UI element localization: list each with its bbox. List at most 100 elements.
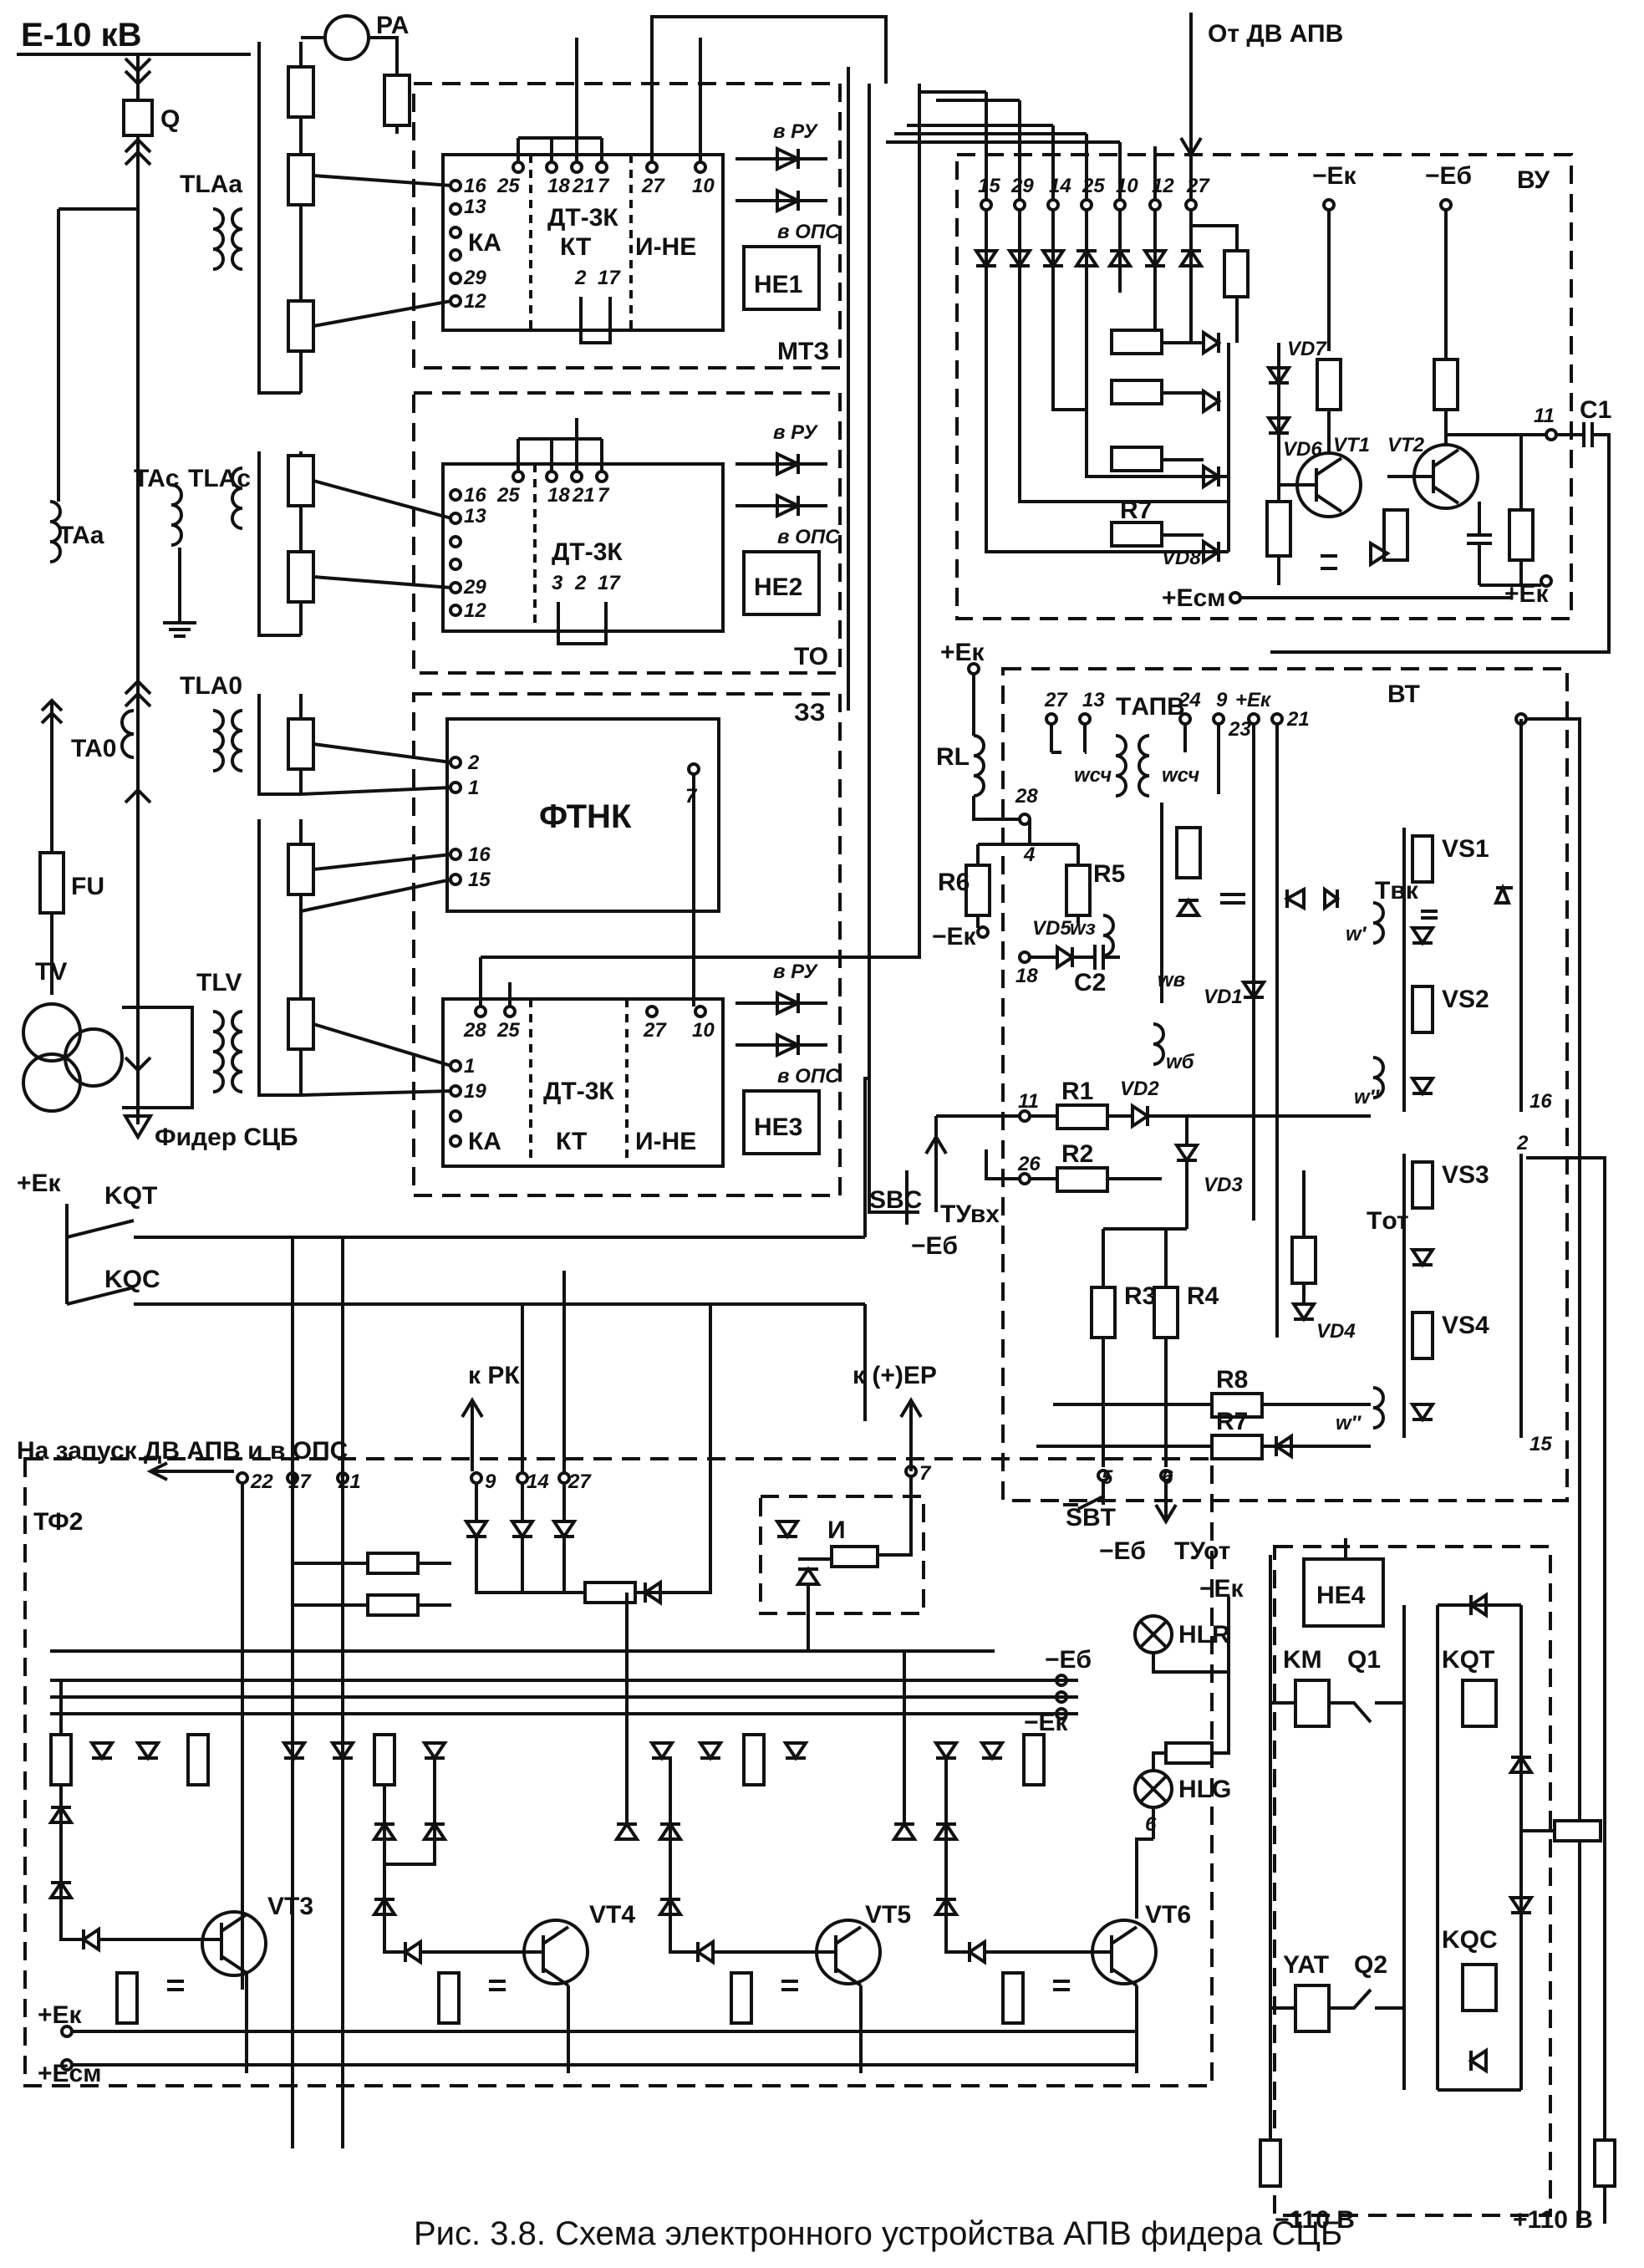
vt-vs4: VS4 xyxy=(1442,1312,1489,1339)
block-to: ТО ДТ-3К 16 25 18 21 7 13 29 12 3 2 17 в… xyxy=(412,391,842,675)
mtz-pin: 25 xyxy=(496,175,520,197)
ctl-kqt-coil: KQT xyxy=(1442,1646,1494,1674)
to-pin: 18 xyxy=(547,484,570,507)
vt-r3: R3 xyxy=(1124,1282,1156,1310)
vt-ek2: +Eк xyxy=(1235,689,1272,711)
zz-pin: 1 xyxy=(468,777,479,799)
vu-pin: 15 xyxy=(978,175,1000,197)
vt-tuvx: ТУвх xyxy=(940,1200,1000,1228)
vt-tot: Tот xyxy=(1367,1207,1409,1235)
ctl-q1: Q1 xyxy=(1347,1646,1381,1674)
tlv-label: TLV xyxy=(196,969,242,996)
vt-r1: R1 xyxy=(1061,1078,1093,1105)
vt-pin: 11 xyxy=(1018,1090,1039,1113)
tf2-launch: На запуск ДВ АПВ и в ОПС xyxy=(17,1437,348,1465)
dt3-ine: И-НЕ xyxy=(635,1128,696,1155)
to-ru: в РУ xyxy=(773,421,818,444)
dt3-ops: в ОПС xyxy=(777,1065,840,1088)
mtz-ru: в РУ xyxy=(773,120,818,143)
tla-c-label: TLAc xyxy=(188,465,251,492)
to-pin: 25 xyxy=(496,484,520,507)
vt-r8: R8 xyxy=(1216,1366,1248,1394)
line-label: E-10 кВ xyxy=(21,17,142,54)
zz-pin: 16 xyxy=(468,843,491,866)
vt-pin: 26 xyxy=(1017,1153,1041,1175)
vt-vd4: VD4 xyxy=(1316,1320,1356,1343)
vt-pin: 9 xyxy=(1216,689,1228,711)
mtz-pin: 2 xyxy=(574,267,587,289)
vt-vs1: VS1 xyxy=(1442,835,1489,863)
vt-r5: R5 xyxy=(1093,860,1125,888)
dt3-pin: 28 xyxy=(463,1019,486,1042)
ta-a-label: TAa xyxy=(59,522,104,549)
zz-pin: 7 xyxy=(685,785,698,808)
vu-vd8: VD8 xyxy=(1162,547,1201,569)
vt-vd3: VD3 xyxy=(1204,1174,1243,1196)
vt-title: ВТ xyxy=(1387,680,1420,708)
vu-c1: C1 xyxy=(1580,396,1611,424)
vu-eb: −Eб xyxy=(1425,162,1472,190)
to-pin: 17 xyxy=(598,572,621,594)
vt-r6: R6 xyxy=(938,869,970,896)
vt-eb-neg2: −Eб xyxy=(911,1232,958,1260)
vt-sbt: SBT xyxy=(1066,1504,1116,1532)
ctl-hlr: HLR xyxy=(1178,1621,1230,1649)
block-vu: ВУ От ДВ АПВ 15 29 14 25 10 12 27 xyxy=(886,13,1611,654)
block-vt: ВТ +Eк RL 28 4 R6 −Eк R5 wз VD5 18 C2 27… xyxy=(869,639,1606,2224)
vu-pin: 27 xyxy=(1186,175,1210,197)
control-section: +Eк KQT KQC к РК к (+)ЕР HLR −Eк HLG НЕ4… xyxy=(17,1077,1616,2234)
tf2-eb: −Eб xyxy=(1045,1646,1092,1674)
mtz-ne: НЕ1 xyxy=(754,271,802,298)
ctl-q2: Q2 xyxy=(1354,1951,1387,1979)
tf2-cell-3: VT5 xyxy=(613,1593,911,2073)
vu-vd7: VD7 xyxy=(1287,338,1327,360)
block-mtz: МТЗ КА ДТ-3К КТ И-НЕ 16 25 18 21 7 27 10… xyxy=(412,38,842,370)
ta-0-label: TA0 xyxy=(71,735,116,762)
vt-pin: 4 xyxy=(1023,843,1035,866)
to-pin: 7 xyxy=(598,484,610,507)
supply-section: E-10 кВ Q Фидер СЦБ xyxy=(17,17,298,1151)
tla-0-label: TLA0 xyxy=(180,672,242,700)
feeder-label: Фидер СЦБ xyxy=(155,1124,298,1151)
zz-pin: 2 xyxy=(467,752,480,774)
pa-label: PA xyxy=(376,12,409,39)
tf2-vt6: VT6 xyxy=(1145,1901,1191,1929)
block-zz: ЗЗ ФТНК 2 1 16 15 7 28 25 27 10 1 19 КА … xyxy=(412,84,921,1197)
vt-tuot: ТУот xyxy=(1174,1537,1230,1565)
breaker-label: Q xyxy=(160,105,180,133)
dt3-pin: 25 xyxy=(496,1019,520,1042)
vt-eb-neg: −Eб xyxy=(1099,1537,1146,1565)
ctl-ne4: НЕ4 xyxy=(1316,1582,1366,1609)
ctl-kqt: KQT xyxy=(104,1182,157,1210)
zz-title: ЗЗ xyxy=(794,699,826,726)
tv-label: TV xyxy=(35,958,67,986)
tf2-cell-4: VT6 xyxy=(891,1651,1191,2073)
mtz-pin: 7 xyxy=(598,175,610,197)
vt-w1: w′ xyxy=(1346,923,1367,945)
breaker-q xyxy=(122,99,154,137)
vt-wz: wз xyxy=(1070,917,1096,940)
to-pin: 3 xyxy=(552,572,563,594)
vt-w2b: w″ xyxy=(1336,1412,1362,1435)
vu-vt1: VT1 xyxy=(1333,434,1370,456)
mtz-kt: КТ xyxy=(560,233,591,261)
input-wiring xyxy=(300,15,919,1214)
mtz-pin: 13 xyxy=(464,196,486,218)
tf2-pin: 22 xyxy=(250,1470,273,1493)
to-title: ТО xyxy=(794,643,828,670)
mtz-pin: 12 xyxy=(464,290,486,313)
to-ops: в ОПС xyxy=(777,526,840,548)
to-ne: НЕ2 xyxy=(754,573,802,601)
vu-pin: 29 xyxy=(1010,175,1034,197)
fu-label: FU xyxy=(71,873,104,900)
vt-vs2: VS2 xyxy=(1442,986,1489,1013)
vt-rl: RL xyxy=(936,743,970,771)
tf2-ekp: +Eк xyxy=(38,2001,83,2029)
ammeter-pa xyxy=(323,14,370,61)
mtz-pin: 16 xyxy=(464,175,486,197)
mtz-ops: в ОПС xyxy=(777,221,840,243)
dt3-pin: 1 xyxy=(464,1055,475,1078)
vt-sbc: SBC xyxy=(869,1186,922,1214)
to-pin: 16 xyxy=(464,484,486,507)
